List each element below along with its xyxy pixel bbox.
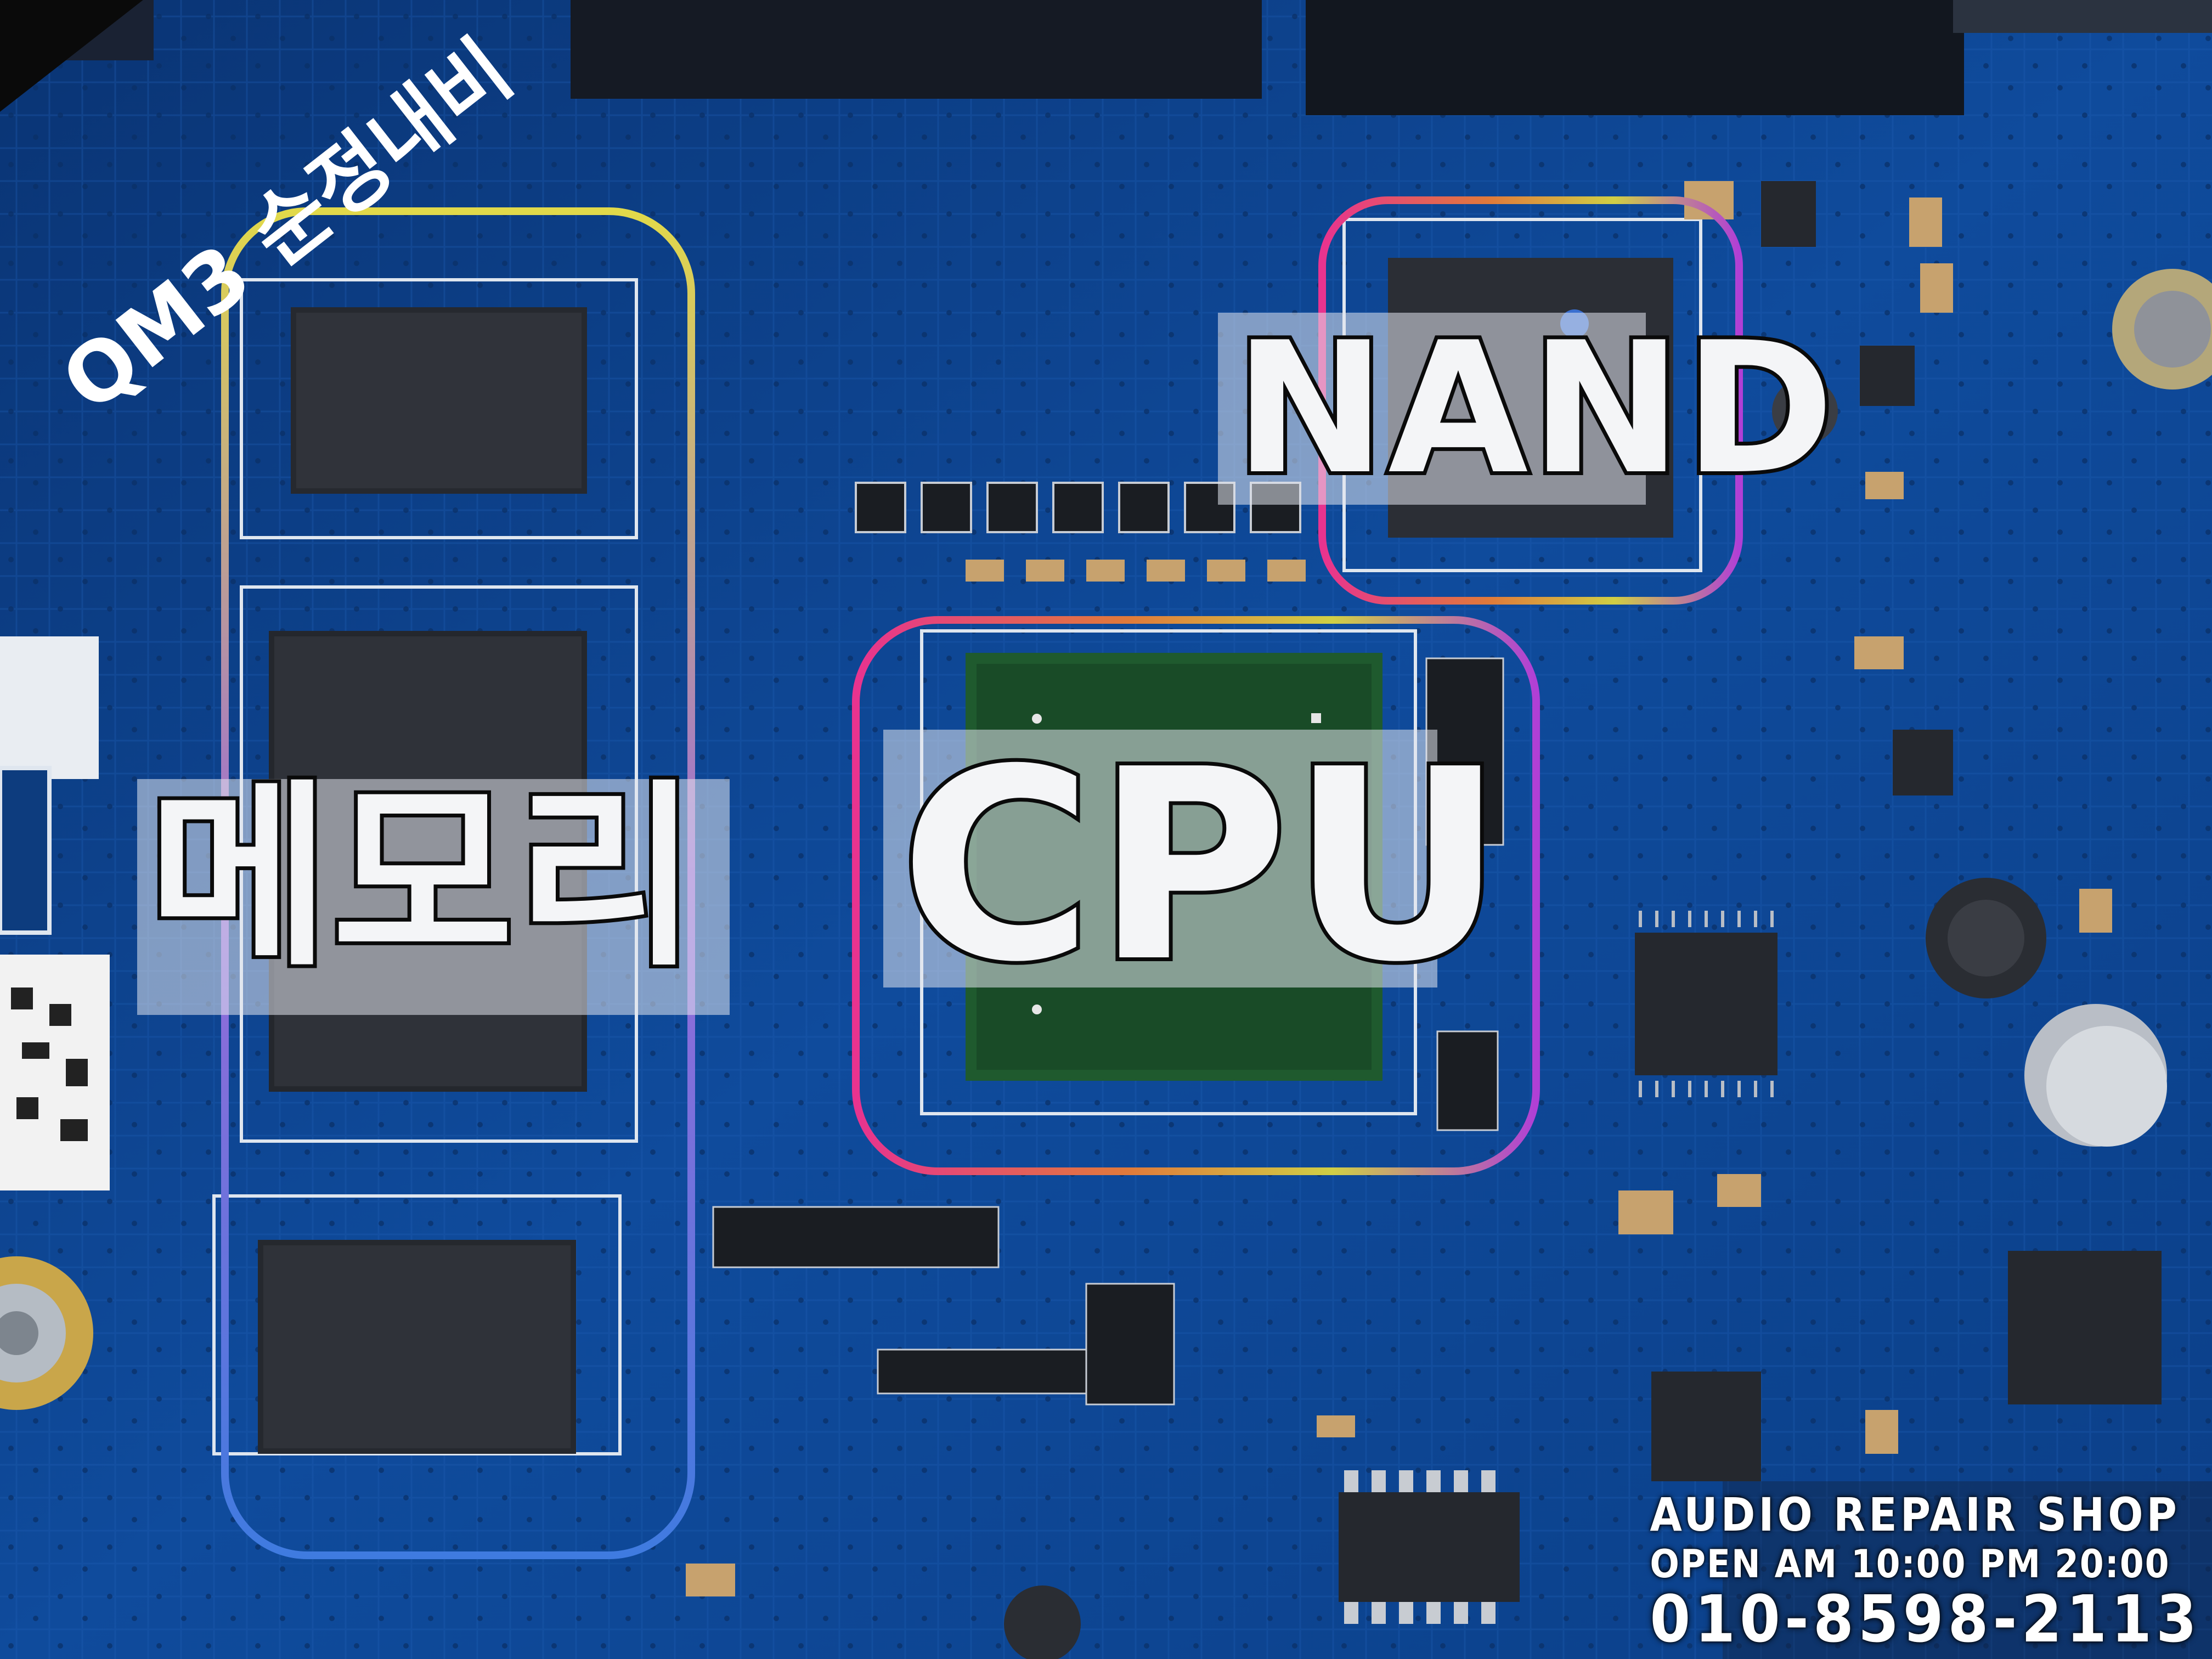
cpu-frame <box>852 616 1540 1175</box>
bottom-ic <box>1339 1492 1520 1602</box>
shop-name: AUDIO REPAIR SHOP <box>1650 1488 2180 1542</box>
regulator <box>2008 1251 2162 1404</box>
connector-j552 <box>1306 0 1964 115</box>
shop-hours: OPEN AM 10:00 PM 20:00 <box>1650 1542 2170 1587</box>
memory-label: 메모리 <box>144 763 702 992</box>
shop-phone: 010-8598-2113 <box>1650 1581 2201 1657</box>
qfp-chip <box>1635 933 1778 1075</box>
memory-label-box <box>137 779 730 1015</box>
nand-label: NAND <box>1231 303 1838 514</box>
connector-j551 <box>571 0 1262 99</box>
shop-watermark: AUDIO REPAIR SHOP OPEN AM 10:00 PM 20:00… <box>1650 1492 2201 1654</box>
dram-chip-u17 <box>258 1240 576 1454</box>
dram-chip-u23 <box>291 307 587 494</box>
nand-label-box <box>1218 313 1646 505</box>
cpu-label: CPU <box>896 713 1508 1020</box>
cpu-label-box <box>883 730 1437 988</box>
